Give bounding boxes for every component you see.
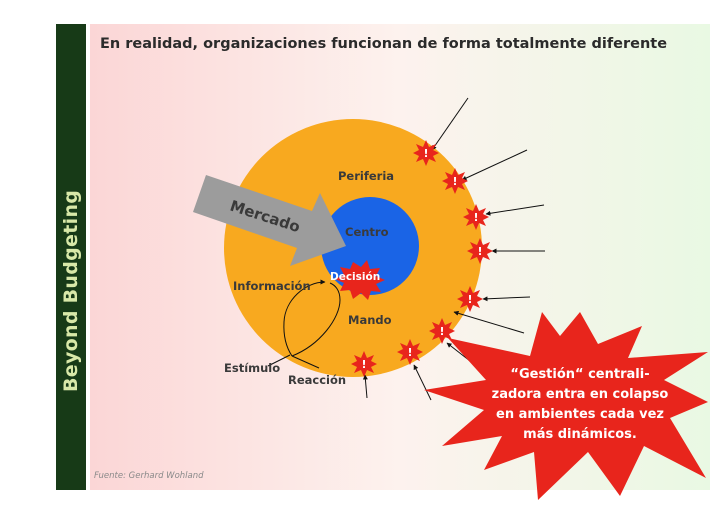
market-arrow (193, 175, 346, 266)
stimulus-label: Estímulo (224, 361, 280, 375)
callout-text-line: más dinámicos. (523, 427, 637, 442)
sidebar (56, 24, 86, 490)
alert-burst: ! (442, 168, 468, 194)
external-arrow (482, 296, 531, 302)
external-arrow (431, 97, 469, 151)
alert-mark: ! (407, 346, 412, 359)
alert-burst: ! (413, 140, 439, 166)
alert-mark: ! (423, 147, 428, 160)
callout-text-line: “Gestión“ centrali- (510, 367, 649, 382)
feedback-loop-curve (291, 282, 341, 357)
external-arrow (461, 149, 528, 181)
decision-burst (335, 260, 385, 300)
command-label: Mando (348, 313, 392, 327)
alert-mark: ! (477, 245, 482, 258)
alert-burst: ! (457, 286, 483, 312)
alert-burst: ! (429, 318, 455, 344)
reaction-label: Reacción (288, 373, 346, 387)
alert-burst: ! (467, 238, 493, 264)
callout-starburst (424, 312, 708, 500)
alert-mark: ! (439, 325, 444, 338)
callout-text-line: zadora entra en colapso (492, 387, 669, 402)
external-arrow (413, 364, 432, 401)
slide-title: En realidad, organizaciones funcionan de… (100, 36, 668, 52)
alert-burst: ! (351, 351, 377, 377)
center-label: Centro (345, 225, 389, 239)
external-arrow (453, 310, 525, 334)
periphery-label: Periferia (338, 169, 394, 183)
external-arrow (362, 374, 368, 399)
alert-mark: ! (361, 358, 366, 371)
alert-mark: ! (452, 175, 457, 188)
alert-burst: ! (463, 204, 489, 230)
reaction-arrow (291, 355, 320, 369)
information-label: Información (233, 279, 311, 293)
external-arrow (485, 204, 545, 216)
feedback-loop-curve (283, 279, 326, 357)
callout-text-line: en ambientes cada vez (496, 407, 664, 422)
source-note: Fuente: Gerhard Wohland (94, 471, 204, 481)
alert-mark: ! (467, 293, 472, 306)
alert-mark: ! (473, 211, 478, 224)
stimulus-arrow (267, 354, 291, 367)
decision-label: Decisión (330, 271, 380, 283)
alert-burst: ! (397, 339, 423, 365)
